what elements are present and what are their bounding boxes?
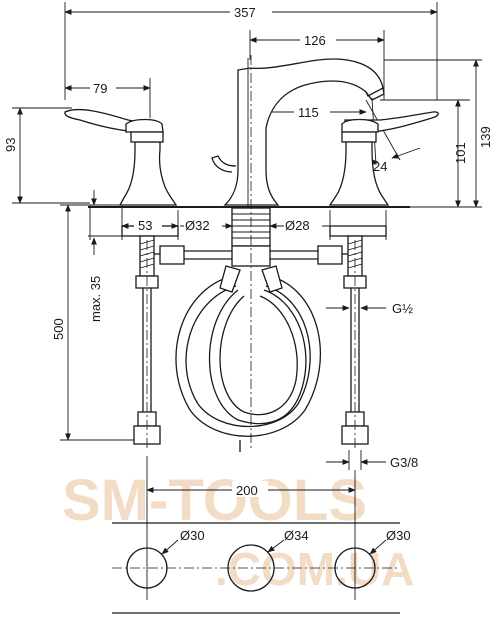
watermark-line2: .COM.UA — [215, 543, 414, 595]
dim-115-label: 115 — [298, 105, 319, 120]
watermark-line1: SM-TOOLS — [62, 468, 367, 533]
spout-body — [211, 58, 385, 208]
dim-hose-length: 500 max. 35 — [51, 190, 134, 441]
dim-max35-label: max. 35 — [88, 276, 103, 322]
left-supply-hose — [133, 235, 185, 450]
dim-handle-reach: 79 — [64, 78, 151, 118]
dim-28-label: Ø28 — [285, 218, 310, 233]
dim-spout-height: 139 101 — [380, 59, 493, 208]
hole-center — [227, 544, 275, 592]
dim-357-label: 357 — [234, 5, 256, 20]
dim-base-row: 53 Ø32 Ø28 — [89, 205, 387, 240]
dim-thread-3-8: G3/8 — [326, 450, 418, 470]
dim-hole34-label: Ø34 — [284, 528, 309, 543]
dim-32-label: Ø32 — [185, 218, 210, 233]
dim-handle-height: 93 — [3, 107, 90, 204]
dim-hole30-right-label: Ø30 — [386, 528, 411, 543]
dim-g38-label: G3/8 — [390, 455, 418, 470]
dim-hole-spacing: 200 — [146, 456, 356, 600]
dim-500-label: 500 — [51, 318, 66, 340]
watermark: SM-TOOLS .COM.UA — [62, 468, 414, 595]
dim-hole30-left-label: Ø30 — [180, 528, 205, 543]
dim-126-label: 126 — [304, 33, 326, 48]
left-handle — [64, 108, 178, 206]
right-supply-hose — [317, 235, 369, 450]
dim-93-label: 93 — [3, 138, 18, 152]
dim-thread-half: G½ — [326, 301, 413, 316]
deck-holes: Ø30 Ø34 Ø30 — [112, 522, 411, 614]
dim-101-label: 101 — [453, 142, 468, 164]
dim-overall-width: 357 — [64, 2, 438, 100]
dim-200-label: 200 — [236, 483, 258, 498]
dim-79-label: 79 — [93, 81, 107, 96]
dim-139-label: 139 — [478, 126, 493, 148]
hole-left — [126, 547, 168, 589]
dim-24-label: 24 — [373, 159, 387, 174]
dim-spout-offset: 115 — [261, 103, 367, 120]
dim-g-half-label: G½ — [392, 301, 413, 316]
hole-right — [334, 547, 376, 589]
looped-hoses — [175, 55, 322, 452]
dim-spout-reach: 126 — [249, 30, 385, 100]
dim-53-label: 53 — [138, 218, 152, 233]
right-handle — [328, 111, 439, 206]
